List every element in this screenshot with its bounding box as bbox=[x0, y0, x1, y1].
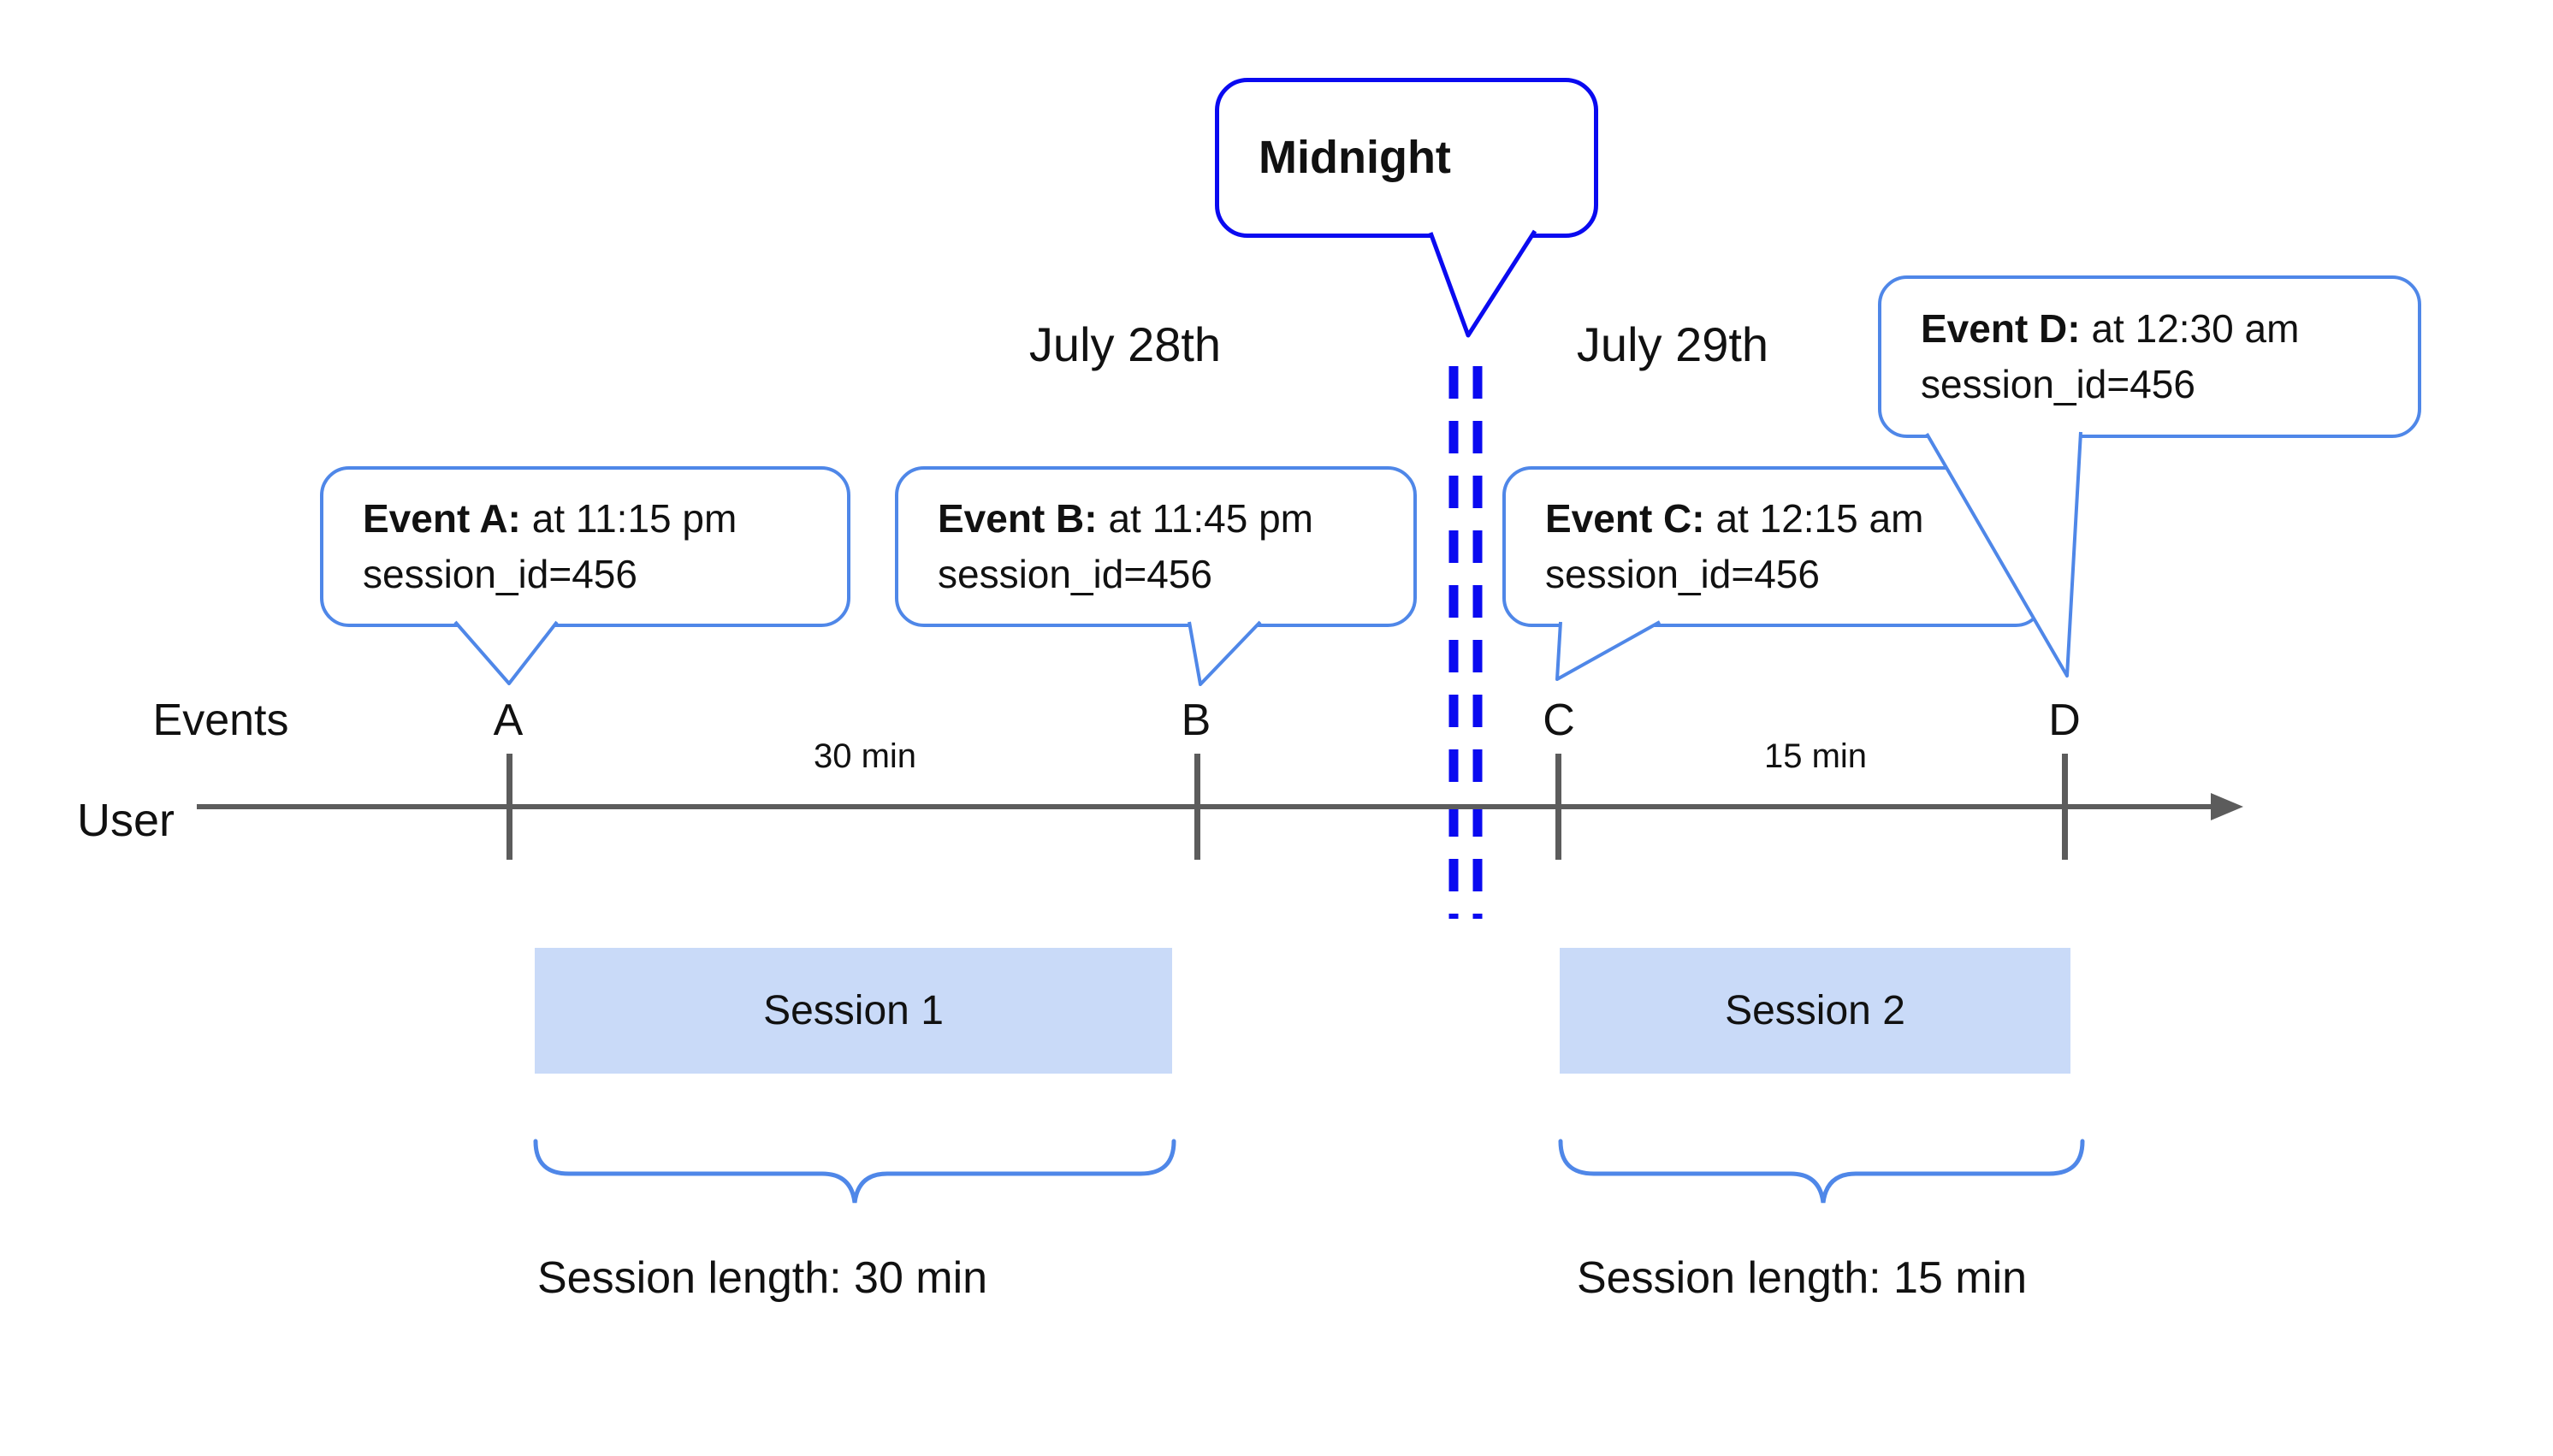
midnight-callout-tail bbox=[1428, 229, 1537, 338]
timeline-axis bbox=[197, 804, 2212, 809]
tick-d bbox=[2062, 754, 2068, 860]
event-c-callout-tail bbox=[1555, 620, 1661, 681]
event-c-line1: Event C:at 12:15 am bbox=[1545, 495, 1924, 541]
event-a-callout: Event A:at 11:15 pm session_id=456 bbox=[320, 466, 850, 627]
session-1-brace bbox=[533, 1139, 1176, 1204]
event-d-callout: Event D:at 12:30 am session_id=456 bbox=[1878, 275, 2421, 438]
event-d-callout-tail bbox=[1925, 431, 2082, 678]
tick-label-b: B bbox=[1181, 695, 1211, 745]
tick-label-c: C bbox=[1543, 695, 1575, 745]
event-b-callout-tail bbox=[1188, 620, 1262, 686]
tick-a bbox=[506, 754, 512, 860]
tick-label-d: D bbox=[2048, 695, 2081, 745]
session-2-brace bbox=[1558, 1139, 2085, 1204]
tick-c bbox=[1555, 754, 1561, 860]
interval-label-15min: 15 min bbox=[1763, 737, 1868, 775]
tick-b bbox=[1194, 754, 1200, 860]
event-d-line1: Event D:at 12:30 am bbox=[1921, 305, 2300, 351]
session-2-label: Session 2 bbox=[1725, 988, 1905, 1033]
event-d-line2: session_id=456 bbox=[1921, 362, 2195, 406]
interval-label-30min: 30 min bbox=[813, 737, 917, 775]
tick-label-a: A bbox=[493, 695, 524, 745]
session-2-box: Session 2 bbox=[1560, 948, 2070, 1074]
event-a-line2: session_id=456 bbox=[363, 552, 637, 596]
timeline-arrowhead-icon bbox=[2211, 793, 2243, 820]
event-b-line1: Event B:at 11:45 pm bbox=[938, 495, 1313, 541]
session-1-label: Session 1 bbox=[763, 988, 944, 1033]
date-label-july-29: July 29th bbox=[1576, 317, 1769, 371]
user-row-label: User bbox=[77, 795, 175, 846]
event-b-callout: Event B:at 11:45 pm session_id=456 bbox=[895, 466, 1417, 627]
midnight-callout: Midnight bbox=[1215, 78, 1598, 238]
session-1-box: Session 1 bbox=[535, 948, 1172, 1074]
date-label-july-28: July 28th bbox=[1028, 317, 1222, 371]
event-b-line2: session_id=456 bbox=[938, 552, 1212, 596]
event-c-line2: session_id=456 bbox=[1545, 552, 1820, 596]
midnight-label: Midnight bbox=[1259, 132, 1451, 184]
session-1-length-label: Session length: 30 min bbox=[537, 1253, 988, 1303]
event-c-callout: Event C:at 12:15 am session_id=456 bbox=[1502, 466, 2045, 627]
events-row-label: Events bbox=[152, 695, 289, 745]
event-a-callout-tail bbox=[453, 620, 559, 685]
session-2-length-label: Session length: 15 min bbox=[1577, 1253, 2028, 1303]
midnight-divider-dashed-lines bbox=[1448, 366, 1483, 919]
event-a-line1: Event A:at 11:15 pm bbox=[363, 495, 737, 541]
